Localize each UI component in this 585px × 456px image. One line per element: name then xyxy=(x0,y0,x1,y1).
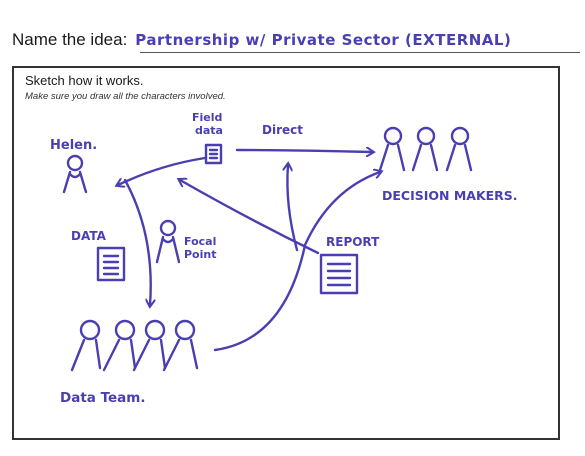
direct-label: Direct xyxy=(262,123,303,137)
helen-figure-icon xyxy=(62,154,88,194)
idea-name-row: Name the idea: Partnership w/ Private Se… xyxy=(12,30,511,50)
arrow-field-data-to-decision-makers xyxy=(235,150,372,152)
sketch-area[interactable] xyxy=(12,66,560,440)
idea-name-value[interactable]: Partnership w/ Private Sector (EXTERNAL) xyxy=(135,31,512,49)
arrow-field-data-to-helen xyxy=(118,156,207,185)
helen-label: Helen. xyxy=(50,138,97,153)
arrow-report-to-decision-makers-direct xyxy=(287,165,299,252)
idea-name-label: Name the idea: xyxy=(12,30,128,49)
arrow-helen-to-data-team xyxy=(123,178,151,305)
field-data-label-line1: Field xyxy=(192,111,222,124)
sketch-instruction: Make sure you draw all the characters in… xyxy=(25,91,226,102)
sketch-title: Sketch how it works. xyxy=(25,73,144,88)
report-label: REPORT xyxy=(326,235,380,249)
data-team-group-icon xyxy=(70,319,199,372)
focal-point-label-line1: Focal xyxy=(184,235,216,248)
arrow-report-to-field-data xyxy=(180,180,320,255)
idea-name-underline xyxy=(140,52,580,53)
report-document-icon xyxy=(319,253,359,295)
focal-point-figure-icon xyxy=(155,219,181,264)
data-document-icon xyxy=(96,246,126,282)
data-label: DATA xyxy=(71,229,107,243)
decision-makers-group-icon xyxy=(378,126,473,172)
arrow-data-team-to-decision-makers xyxy=(213,172,380,352)
data-team-label: Data Team. xyxy=(60,390,145,406)
field-data-label-line2: data xyxy=(195,124,223,137)
focal-point-label-line2: Point xyxy=(184,248,216,261)
decision-makers-label: DECISION MAKERS. xyxy=(382,188,518,203)
field-data-document-icon xyxy=(204,143,223,165)
